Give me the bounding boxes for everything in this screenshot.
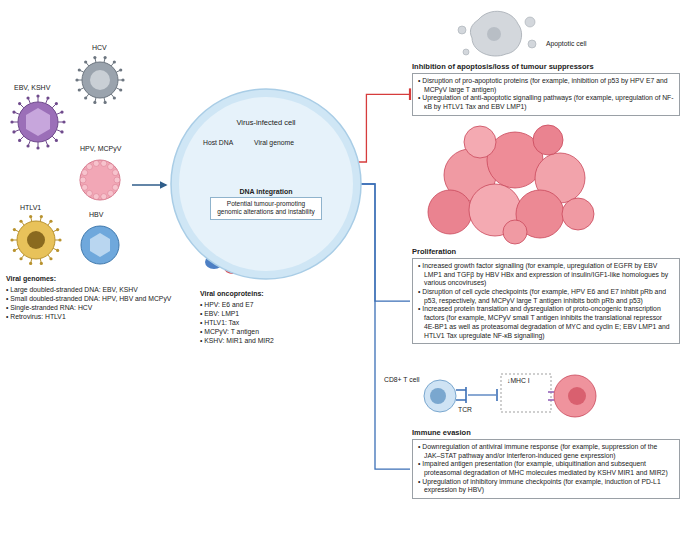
box-text: • Upregulation of anti-apoptotic signall… [418, 94, 674, 111]
label: Host DNA [203, 139, 233, 146]
label: CD8+ T cell [384, 376, 419, 383]
label: • Retrovirus: HTLV1 [6, 313, 66, 320]
label: • Small doubled-stranded DNA: HPV, HBV a… [6, 295, 171, 302]
label: HTLV1 [20, 204, 41, 211]
connector [361, 184, 410, 469]
label: ↓MHC I [507, 377, 530, 384]
label: • Large doubled-stranded DNA: EBV, KSHV [6, 286, 138, 293]
label: Viral genomes: [6, 275, 56, 282]
text-box: • Disruption of pro-apoptotic proteins (… [412, 73, 680, 116]
label: Apoptotic cell [546, 40, 586, 47]
tumour-cells [428, 125, 594, 244]
label: • HTLV1: Tax [200, 319, 239, 326]
label: • MCPyV: T antigen [200, 328, 259, 335]
immune-scene [424, 374, 596, 417]
outcome-box: Proliferation • Increased growth factor s… [412, 247, 680, 344]
box-text: • Increased protein translation and dysr… [418, 305, 674, 340]
apoptotic-cell [458, 11, 536, 56]
label: HBV [89, 211, 103, 218]
label: • Single-stranded RNA: HCV [6, 304, 92, 311]
cell-title: Virus-infected cell [170, 118, 362, 127]
outcome-box: Immune evasion • Downregulation of antivi… [412, 428, 680, 499]
box-text: • Impaired antigen presentation (for exa… [418, 460, 674, 477]
box-text: • Disruption of pro-apoptotic proteins (… [418, 77, 674, 94]
virus-illustrations [10, 56, 124, 265]
text-box: • Increased growth factor signalling (fo… [412, 258, 680, 344]
box-text: Potential tumour-promoting genomic alter… [215, 200, 317, 217]
label: TCR [458, 406, 472, 413]
box-text: • Upregulation of inhibitory immune chec… [418, 478, 674, 495]
connector [361, 184, 410, 301]
connector [358, 94, 410, 162]
infection-arrow [132, 184, 166, 185]
box-heading: Inhibition of apoptosis/loss of tumour s… [412, 62, 680, 71]
box-heading: Proliferation [412, 247, 680, 256]
infected-cell: Virus-infected cellDNA integrationPotent… [170, 88, 362, 280]
label: • HPV: E6 and E7 [200, 301, 254, 308]
cell-outline [170, 88, 362, 280]
box-text: • Disruption of cell cycle checkpoints (… [418, 288, 674, 305]
outcome-box: Inhibition of apoptosis/loss of tumour s… [412, 62, 680, 116]
label: EBV, KSHV [14, 84, 50, 91]
box-text: • Downregulation of antiviral immune res… [418, 443, 674, 460]
text-box: Potential tumour-promoting genomic alter… [210, 197, 322, 220]
label: HCV [92, 44, 107, 51]
label: Viral genome [254, 139, 294, 146]
label: HPV, MCPyV [80, 145, 121, 152]
text-box: • Downregulation of antiviral immune res… [412, 439, 680, 499]
label: Viral oncoproteins: [200, 290, 264, 297]
label: • KSHV: MIR1 and MIR2 [200, 337, 274, 344]
integration-box: DNA integrationPotential tumour-promotin… [210, 188, 322, 220]
box-heading: Immune evasion [412, 428, 680, 437]
box-heading: DNA integration [210, 188, 322, 195]
label: • EBV: LMP1 [200, 310, 239, 317]
box-text: • Increased growth factor signalling (fo… [418, 262, 674, 288]
